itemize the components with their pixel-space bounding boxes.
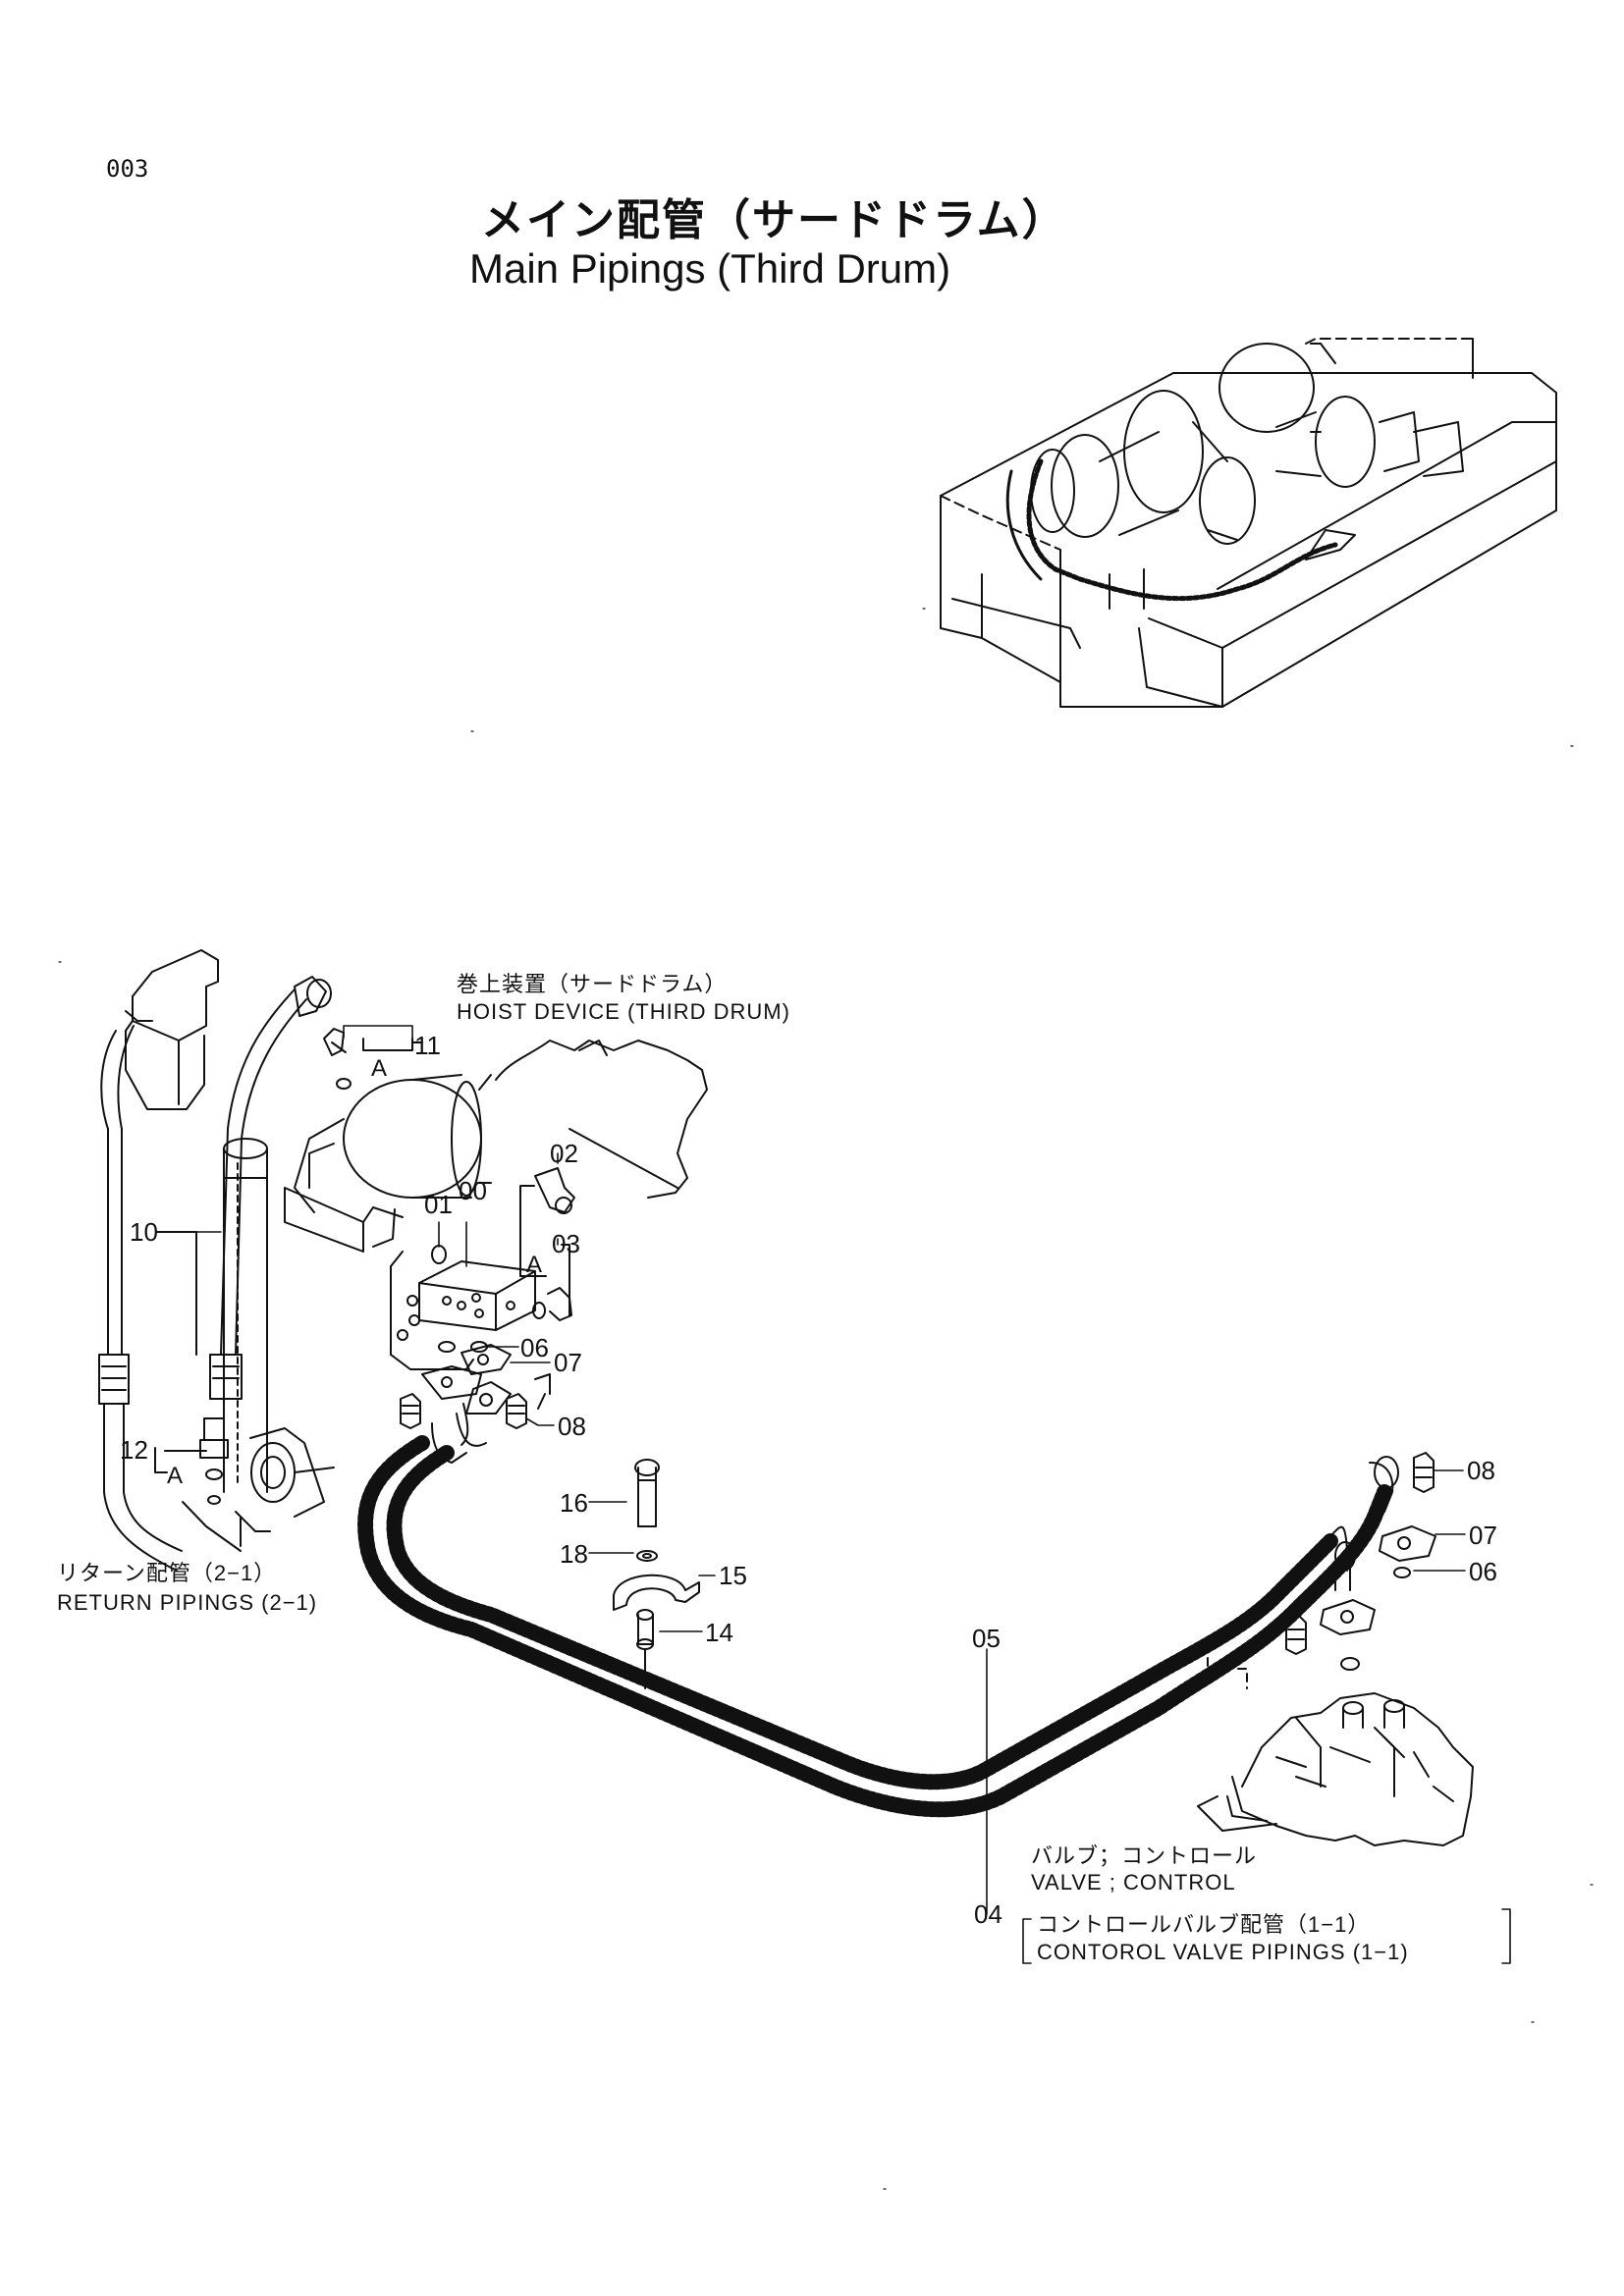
return-piping-illustration bbox=[98, 949, 335, 1572]
overview-illustration bbox=[940, 338, 1557, 708]
page-number: 003 bbox=[106, 155, 149, 183]
callout-05: 05 bbox=[972, 1624, 1001, 1653]
callout-16: 16 bbox=[560, 1488, 588, 1518]
scan-specks bbox=[58, 608, 1594, 2190]
hoist-device-label-en: HOIST DEVICE (THIRD DRUM) bbox=[457, 999, 790, 1024]
page-title-japanese: メイン配管（サードドラム） bbox=[481, 195, 1067, 245]
leader-lines bbox=[168, 1025, 1511, 1964]
callout-18: 18 bbox=[560, 1539, 588, 1569]
callout-08-right: 08 bbox=[1467, 1456, 1495, 1485]
callout-06-right: 06 bbox=[1469, 1557, 1497, 1586]
callout-08-left: 08 bbox=[558, 1412, 586, 1441]
callout-07-left: 07 bbox=[554, 1348, 582, 1377]
return-pipings-label-en: RETURN PIPINGS (2−1) bbox=[57, 1590, 318, 1615]
callout-06-left: 06 bbox=[520, 1333, 549, 1362]
callout-07-right: 07 bbox=[1469, 1521, 1497, 1550]
hoist-device-illustration bbox=[284, 1028, 708, 1464]
return-pipings-label-jp: リターン配管（2−1） bbox=[57, 1561, 277, 1585]
hoses-04-05 bbox=[357, 1435, 1399, 1818]
callout-01: 01 bbox=[424, 1190, 453, 1219]
callout-04: 04 bbox=[974, 1899, 1002, 1929]
callout-03: 03 bbox=[552, 1229, 580, 1258]
callout-10: 10 bbox=[130, 1217, 158, 1247]
callout-a-right: A bbox=[526, 1252, 543, 1278]
callout-14: 14 bbox=[705, 1618, 733, 1647]
hoist-device-label-jp: 巻上装置（サードドラム） bbox=[457, 972, 728, 996]
control-valve-illustration bbox=[1197, 1452, 1474, 1846]
page-title-english: Main Pipings (Third Drum) bbox=[469, 245, 951, 292]
callout-12: 12 bbox=[120, 1435, 148, 1465]
control-valve-pipings-label-en: CONTOROL VALVE PIPINGS (1−1) bbox=[1037, 1940, 1409, 1964]
callout-02: 02 bbox=[550, 1139, 578, 1168]
callout-a-top: A bbox=[371, 1055, 388, 1082]
clamp-parts bbox=[613, 1459, 700, 1689]
callout-15: 15 bbox=[719, 1561, 747, 1590]
callout-00: 00 bbox=[459, 1176, 487, 1205]
callout-11: 11 bbox=[414, 1031, 441, 1060]
callout-a-left: A bbox=[167, 1463, 184, 1489]
valve-control-label-en: VALVE ; CONTROL bbox=[1031, 1870, 1236, 1895]
control-valve-pipings-label-jp: コントロールバルブ配管（1−1） bbox=[1037, 1912, 1371, 1937]
valve-control-label-jp: バルブ；コントロール bbox=[1031, 1843, 1258, 1868]
